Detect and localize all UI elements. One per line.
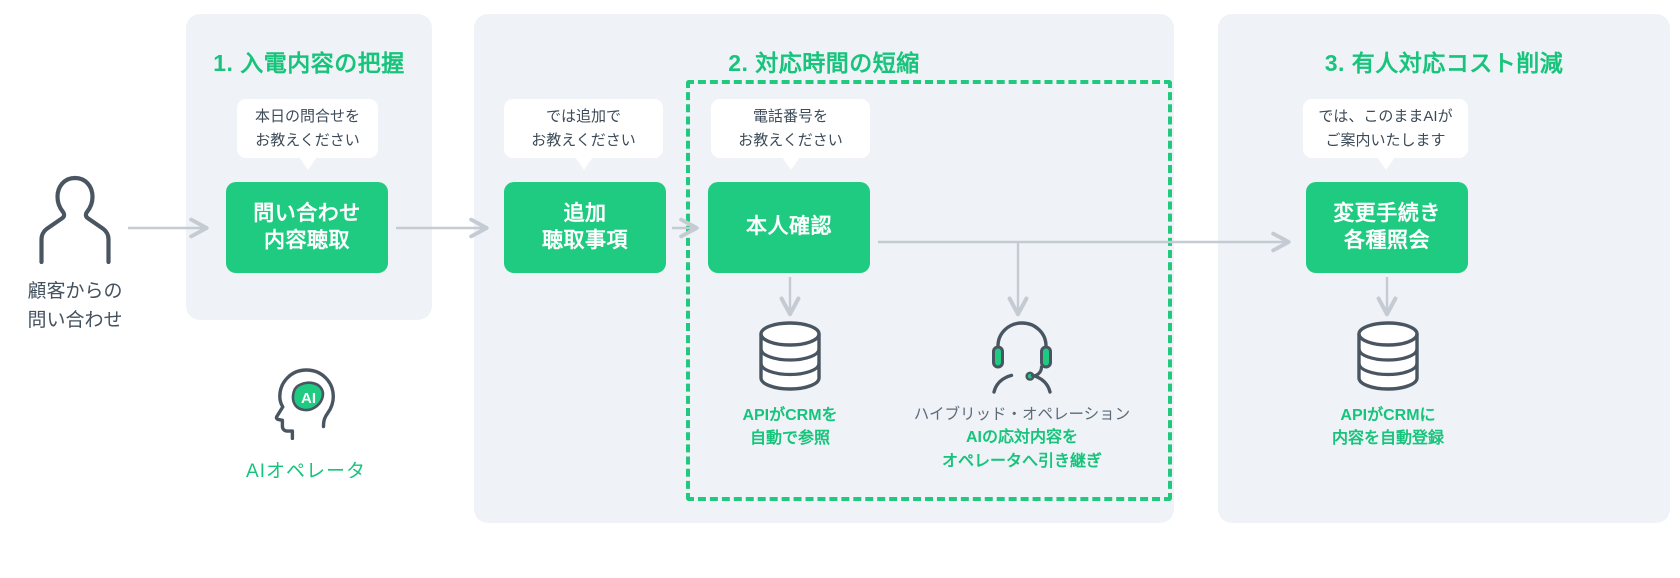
speech-bubble-identity: 電話番号を お教えください <box>711 99 870 170</box>
customer-person-icon <box>39 175 111 264</box>
ai-operator-caption: AIオペレータ <box>246 461 366 482</box>
bubble-line-2: ご案内いたします <box>1325 131 1446 149</box>
ai-head-icon: AI <box>274 368 335 440</box>
proc-line-1: 問い合わせ <box>253 201 361 225</box>
hybrid-operation-subtitle: ハイブリッド・オペレーション <box>913 406 1131 423</box>
crm-reference-group: APIがCRMを 自動で参照 <box>730 318 850 450</box>
database-icon <box>1357 321 1419 391</box>
crm-reference-caption: APIがCRMを 自動で参照 <box>742 404 837 450</box>
ai-badge-text: AI <box>301 390 316 407</box>
customer-caption: 顧客からの 問い合わせ <box>27 278 122 335</box>
process-box-extra-hearing[interactable]: 追加 聴取事項 <box>504 182 666 273</box>
bubble-line-2: お教えください <box>255 131 360 149</box>
database-icon <box>759 321 821 391</box>
speech-bubble-change: では、このままAIが ご案内いたします <box>1303 99 1468 170</box>
crm-register-group: APIがCRMに 内容を自動登録 <box>1326 318 1450 450</box>
customer-caption-line-1: 顧客からの <box>27 281 123 302</box>
customer-group: 顧客からの 問い合わせ <box>10 168 140 335</box>
bubble-line-1: では追加で <box>545 108 621 126</box>
bubble-line-1: 電話番号を <box>752 108 828 126</box>
bubble-line-2: お教えください <box>531 131 636 149</box>
process-box-inquiry[interactable]: 問い合わせ 内容聴取 <box>226 182 388 273</box>
hybrid-operation-caption: ハイブリッド・オペレーション AIの応対内容を オペレータへ引き継ぎ <box>914 404 1130 473</box>
speech-bubble-extra: では追加で お教えください <box>504 99 663 170</box>
proc-line-1: 変更手続き <box>1333 201 1441 225</box>
crm-register-caption: APIがCRMに 内容を自動登録 <box>1332 404 1444 450</box>
hybrid-operation-line-1: AIの応対内容を <box>965 429 1078 447</box>
process-box-change-procedure[interactable]: 変更手続き 各種照会 <box>1306 182 1468 273</box>
process-box-identity-verification[interactable]: 本人確認 <box>708 182 870 273</box>
hybrid-operation-line-2: オペレータへ引き継ぎ <box>941 452 1102 470</box>
customer-caption-line-2: 問い合わせ <box>27 309 123 331</box>
panel-1-title: 1. 入電内容の把握 <box>213 50 405 76</box>
proc-line-2: 内容聴取 <box>264 228 350 252</box>
highlight-dashed-region <box>686 80 1172 501</box>
crm-register-line-2: 内容を自動登録 <box>1331 430 1444 448</box>
proc-line-1: 追加 <box>563 201 607 225</box>
bubble-line-1: では、このままAIが <box>1318 108 1453 126</box>
panel-3-title: 3. 有人対応コスト削減 <box>1324 50 1564 76</box>
ai-operator-group: AI AIオペレータ <box>232 358 380 486</box>
hybrid-operation-group: ハイブリッド・オペレーション AIの応対内容を オペレータへ引き継ぎ <box>900 318 1144 473</box>
crm-reference-line-1: APIがCRMを <box>742 407 838 424</box>
headset-operator-icon <box>992 321 1052 394</box>
bubble-line-1: 本日の問合せを <box>254 108 360 126</box>
bubble-line-2: お教えください <box>738 131 843 149</box>
panel-2-title: 2. 対応時間の短縮 <box>728 50 920 76</box>
proc-line-2: 聴取事項 <box>542 228 628 252</box>
proc-line-2: 各種照会 <box>1344 228 1430 252</box>
speech-bubble-inquiry: 本日の問合せを お教えください <box>237 99 378 170</box>
crm-reference-line-2: 自動で参照 <box>749 430 830 448</box>
crm-register-line-1: APIがCRMに <box>1340 407 1436 424</box>
proc-line-1: 本人確認 <box>746 215 832 239</box>
